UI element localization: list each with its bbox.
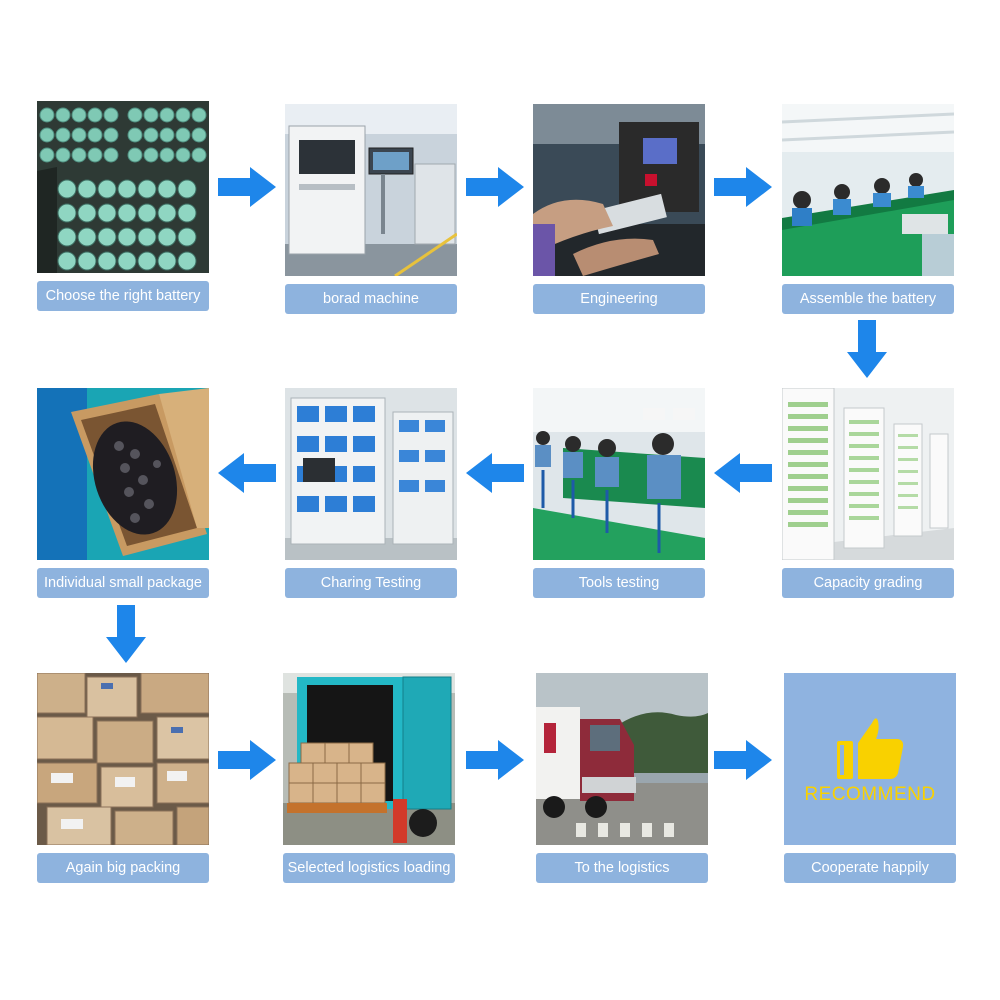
step-label: Selected logistics loading: [283, 853, 455, 883]
arrow-right-icon: [466, 740, 524, 780]
arrow-left-icon: [714, 453, 772, 493]
board-machine-photo: [285, 104, 457, 276]
step-label: Capacity grading: [782, 568, 954, 598]
assembly-line-photo: [782, 104, 954, 276]
capacity-grading-photo: [782, 388, 954, 560]
step-label: To the logistics: [536, 853, 708, 883]
big-packing-photo: [37, 673, 209, 845]
thumbs-up-icon: [837, 718, 904, 779]
step-label: Again big packing: [37, 853, 209, 883]
step-label: Charing Testing: [285, 568, 457, 598]
step-label: Individual small package: [37, 568, 209, 598]
recommend-badge: RECOMMEND: [784, 673, 956, 845]
truck-photo: [536, 673, 708, 845]
step-label: Cooperate happily: [784, 853, 956, 883]
arrow-right-icon: [218, 167, 276, 207]
charging-testing-photo: [285, 388, 457, 560]
arrow-right-icon: [218, 740, 276, 780]
step-label: Tools testing: [533, 568, 705, 598]
arrow-down-icon: [847, 320, 887, 378]
step-label: Choose the right battery: [37, 281, 209, 311]
arrow-right-icon: [714, 167, 772, 207]
arrow-down-icon: [106, 605, 146, 663]
arrow-right-icon: [714, 740, 772, 780]
step-label: borad machine: [285, 284, 457, 314]
arrow-left-icon: [466, 453, 524, 493]
logistics-loading-photo: [283, 673, 455, 845]
arrow-left-icon: [218, 453, 276, 493]
battery-cells-photo: [37, 101, 209, 273]
recommend-text: RECOMMEND: [804, 784, 936, 805]
small-package-photo: [37, 388, 209, 560]
arrow-right-icon: [466, 167, 524, 207]
step-label: Assemble the battery: [782, 284, 954, 314]
step-label: Engineering: [533, 284, 705, 314]
tools-testing-photo: [533, 388, 705, 560]
engineering-photo: [533, 104, 705, 276]
